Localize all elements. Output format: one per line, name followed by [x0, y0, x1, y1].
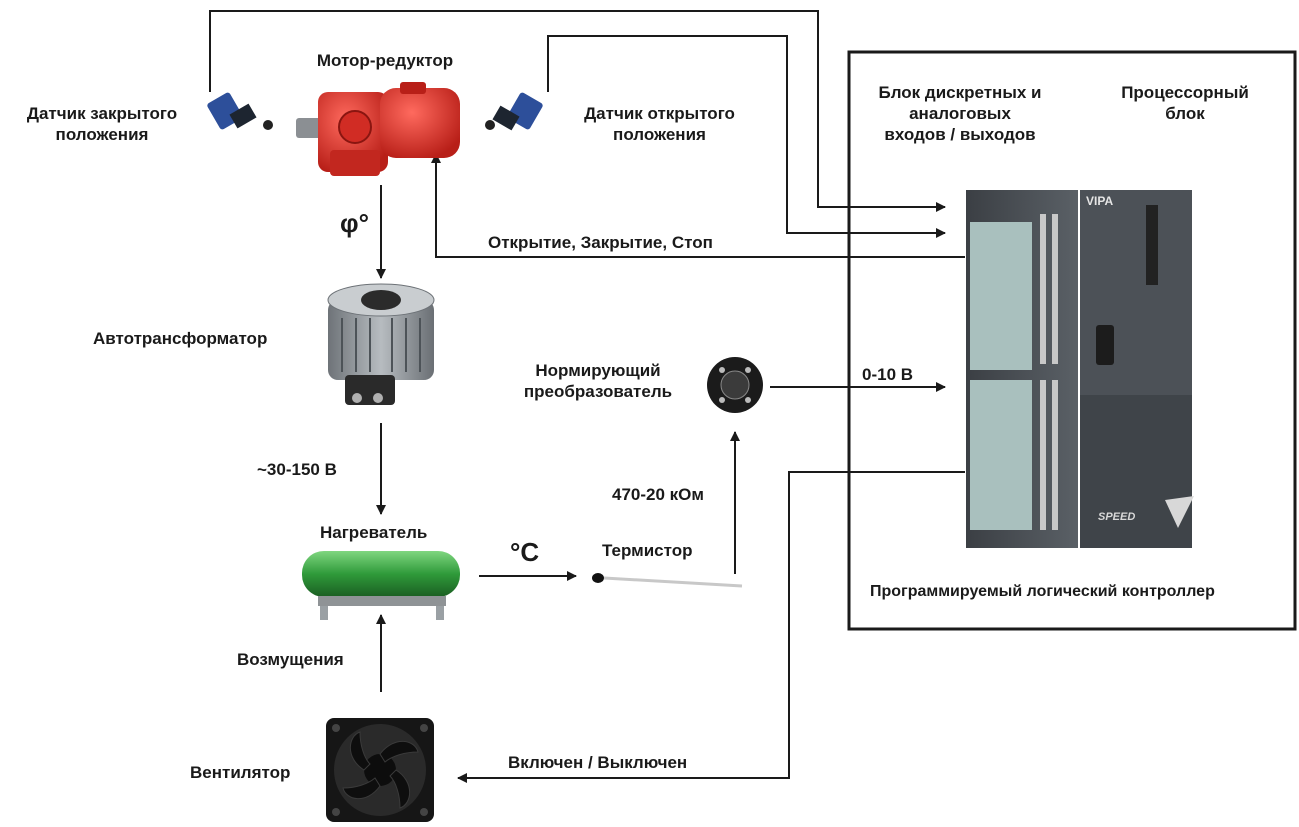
motor-reducer-image [296, 82, 460, 176]
open-sensor-image [485, 92, 543, 131]
cpu-block-label: Процессорный блок [1085, 82, 1285, 124]
plc-brand-bottom: SPEED [1098, 511, 1135, 523]
io-block-label-line2: аналоговых [909, 104, 1011, 123]
open-sensor-label-line2: положения [613, 125, 706, 144]
io-label-bottom [970, 380, 1032, 530]
open-sensor-label: Датчик открытого положения [557, 103, 762, 145]
heater-image [302, 551, 460, 620]
connection-lines [209, 10, 965, 783]
plc-frame [847, 50, 1297, 631]
io-block-label-line3: входов / выходов [884, 125, 1036, 144]
converter-label: Нормирующий преобразователь [498, 360, 698, 402]
cpu-block-label-line2: блок [1165, 104, 1205, 123]
thermistor-image [592, 573, 743, 588]
converter-image [707, 357, 763, 413]
fan-control-label: Включен / Выключен [508, 753, 688, 772]
converter-label-line1: Нормирующий [535, 361, 661, 380]
disturbance-label: Возмущения [237, 650, 344, 669]
io-block-label-line1: Блок дискретных и [878, 83, 1042, 102]
wire-plc-fan [457, 471, 965, 783]
cpu-block-label-line1: Процессорный [1121, 83, 1249, 102]
temperature-symbol: °С [510, 537, 540, 567]
angle-symbol: φ° [340, 208, 369, 238]
voltage-label: ~30-150 В [257, 460, 337, 479]
closed-sensor-image [207, 92, 273, 130]
closed-sensor-label-line2: положения [55, 125, 149, 144]
thermistor-label: Термистор [602, 541, 693, 560]
wire-open-sensor [547, 35, 946, 238]
resistance-label: 470-20 кОм [612, 485, 704, 504]
open-sensor-label-line1: Датчик открытого [584, 104, 735, 123]
io-block-label: Блок дискретных и аналоговых входов / вы… [860, 82, 1060, 145]
analog-signal-label: 0-10 В [862, 365, 914, 384]
motor-label: Мотор-редуктор [316, 51, 454, 70]
wire-closed-sensor [209, 10, 946, 212]
closed-sensor-label-line1: Датчик закрытого [26, 104, 178, 123]
autotransformer-image [327, 283, 435, 405]
io-label-top [970, 222, 1032, 370]
heater-label: Нагреватель [320, 523, 428, 542]
command-label: Открытие, Закрытие, Стоп [488, 233, 713, 252]
plc-brand: VIPA [1086, 194, 1113, 208]
fan-image [326, 718, 434, 822]
wire-command [431, 153, 965, 258]
closed-sensor-label: Датчик закрытого положения [2, 103, 202, 145]
converter-label-line2: преобразователь [523, 382, 673, 401]
plc-caption: Программируемый логический контроллер [870, 583, 1215, 600]
fan-label: Вентилятор [190, 763, 291, 782]
autotransformer-label: Автотрансформатор [93, 329, 268, 348]
plc-image: VIPA SPEED [966, 190, 1194, 548]
